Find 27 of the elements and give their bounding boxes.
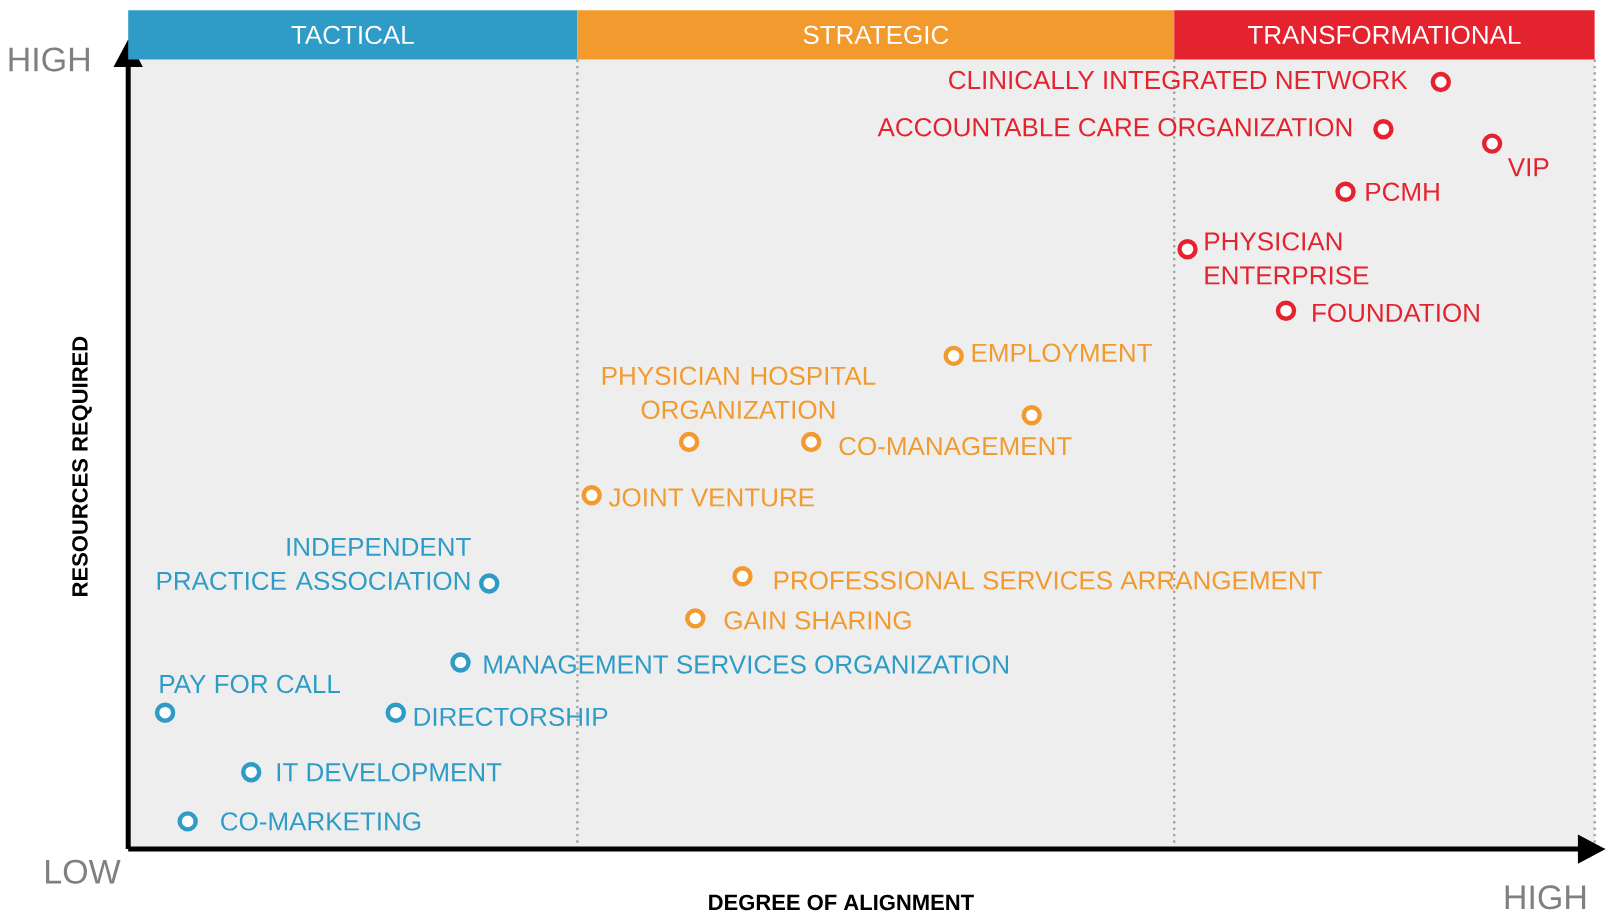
point-label: PAY FOR CALL bbox=[160, 674, 340, 694]
point-label: EMPLOYMENT bbox=[972, 343, 1152, 362]
axis-title: DEGREE OF ALIGNMENT bbox=[709, 894, 974, 911]
axis-title: RESOURCES REQUIRED bbox=[72, 336, 92, 596]
axis-end-label: LOW bbox=[46, 859, 121, 884]
point-label: CO-MANAGEMENT bbox=[839, 436, 1072, 456]
point-label: CO-MARKETING bbox=[221, 812, 421, 831]
point-label: INDEPENDENT PRACTICE ASSOCIATION bbox=[157, 537, 471, 591]
category-band: TRANSFORMATIONAL bbox=[1174, 10, 1595, 60]
point-label: IT DEVELOPMENT bbox=[277, 763, 502, 782]
point-label: DIRECTORSHIP bbox=[414, 707, 608, 726]
point-label: GAIN SHARING bbox=[724, 611, 911, 630]
point-marker bbox=[1021, 405, 1042, 426]
point-label: PHYSICIAN HOSPITAL ORGANIZATION bbox=[602, 366, 876, 419]
point-label: MANAGEMENT SERVICES ORGANIZATION bbox=[484, 655, 1008, 674]
point-label: CLINICALLY INTEGRATED NETWORK bbox=[949, 70, 1408, 90]
category-band: STRATEGIC bbox=[577, 10, 1175, 60]
point-label: JOINT VENTURE bbox=[608, 488, 814, 507]
axis-end-label: HIGH bbox=[9, 47, 89, 72]
point-label: FOUNDATION bbox=[1313, 303, 1479, 322]
category-band: TACTICAL bbox=[128, 10, 578, 60]
point-label: PROFESSIONAL SERVICES ARRANGEMENT bbox=[774, 571, 1322, 590]
point-label: PCMH bbox=[1366, 182, 1439, 201]
point-label: ACCOUNTABLE CARE ORGANIZATION bbox=[877, 118, 1352, 137]
axis-end-label: HIGH bbox=[1505, 885, 1586, 910]
point-label: VIP bbox=[1507, 158, 1549, 177]
point-label: PHYSICIAN ENTERPRISE bbox=[1205, 232, 1369, 285]
